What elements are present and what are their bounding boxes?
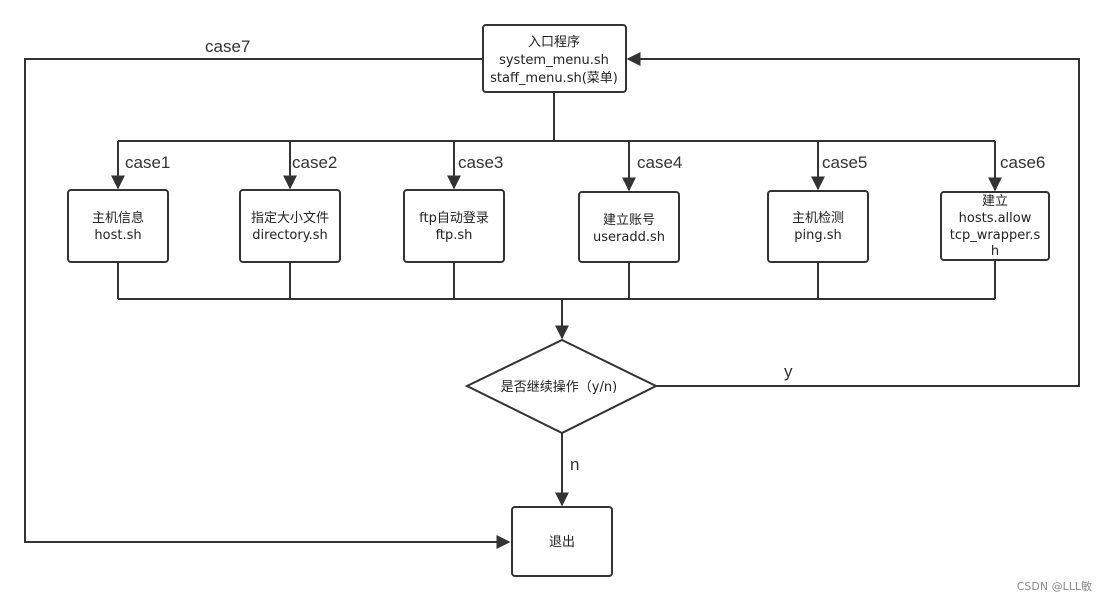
exit-node: 退出 (511, 506, 613, 577)
case7-label: case7 (205, 37, 250, 56)
case1-label: case1 (125, 153, 170, 172)
case6-title: 建立 (982, 194, 1008, 209)
exit-text: 退出 (549, 535, 575, 550)
case3-script: ftp.sh (436, 228, 473, 243)
case6-script: tcp_wrapper.s (950, 228, 1041, 243)
yes-label: y (784, 362, 793, 381)
case4-script: useradd.sh (593, 230, 665, 245)
case2-title: 指定大小文件 (251, 211, 329, 226)
case5-script: ping.sh (794, 228, 842, 243)
entry-script-staff: staff_menu.sh(菜单) (490, 71, 618, 86)
entry-node: 入口程序 system_menu.sh staff_menu.sh(菜单) (482, 24, 627, 93)
case6-node: 建立 hosts.allow tcp_wrapper.s h (940, 191, 1050, 261)
case3-title: ftp自动登录 (419, 211, 489, 226)
case6-label: case6 (1000, 153, 1045, 172)
case7-arrow (24, 58, 511, 549)
case1-script: host.sh (94, 228, 141, 243)
entry-script-system: system_menu.sh (499, 53, 609, 68)
case4-label: case4 (637, 153, 682, 172)
entry-title: 入口程序 (528, 35, 580, 50)
case3-node: ftp自动登录 ftp.sh (403, 189, 505, 263)
case5-label: case5 (822, 153, 867, 172)
case1-node: 主机信息 host.sh (67, 189, 169, 263)
yes-arrow (626, 52, 1080, 387)
case6-script-tail: h (991, 244, 999, 259)
case-labels: case1 case2 case3 case4 case5 case6 (125, 153, 1045, 172)
case3-label: case3 (458, 153, 503, 172)
csdn-watermark: CSDN @LLL敏 (1017, 579, 1092, 593)
decision-node: 是否继续操作（y/n) (464, 338, 659, 435)
decision-text: 是否继续操作（y/n) (501, 379, 617, 395)
case6-file: hosts.allow (959, 211, 1032, 226)
case7-path: case7 (24, 37, 511, 549)
no-label: n (570, 455, 579, 474)
case5-title: 主机检测 (792, 211, 844, 226)
case4-title: 建立账号 (603, 213, 655, 228)
case5-node: 主机检测 ping.sh (767, 190, 869, 263)
case4-node: 建立账号 useradd.sh (578, 191, 680, 263)
case1-title: 主机信息 (92, 210, 144, 226)
case2-label: case2 (292, 153, 337, 172)
yes-path: y (626, 52, 1080, 387)
no-path: n (555, 433, 579, 507)
fanout-connectors (111, 92, 1002, 192)
case2-node: 指定大小文件 directory.sh (239, 189, 341, 263)
case2-script: directory.sh (252, 228, 327, 243)
merge-connectors (117, 260, 996, 340)
